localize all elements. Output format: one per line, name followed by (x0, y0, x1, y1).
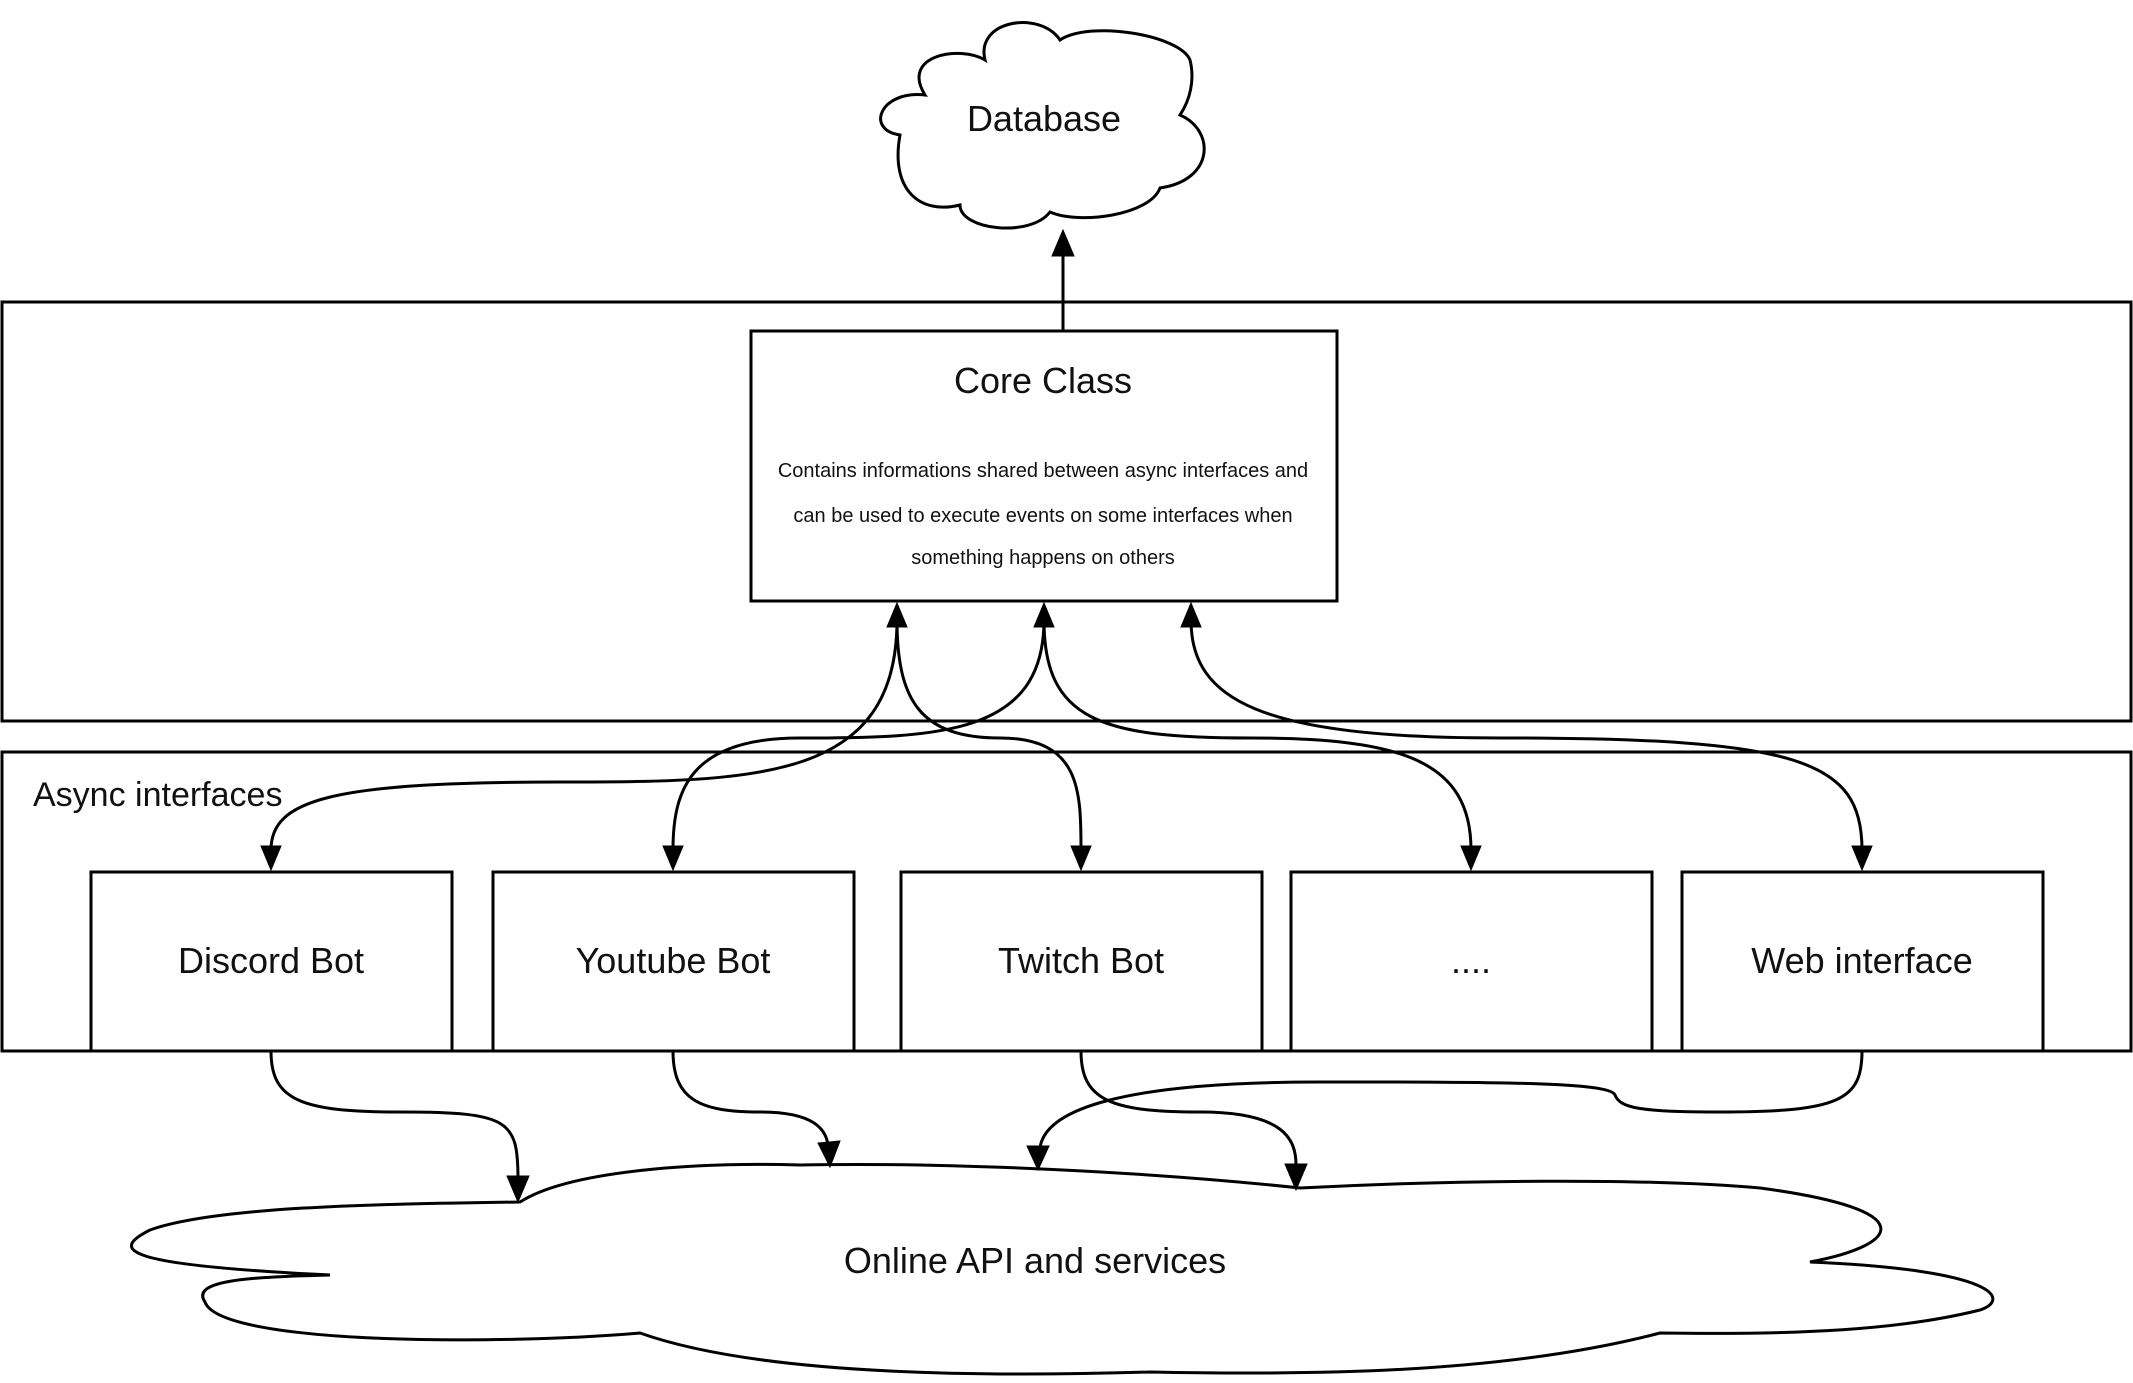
edge-core-twitch (895, 619, 1083, 851)
edge-twitch-services (1079, 1050, 1298, 1166)
core-class-box (749, 329, 1339, 603)
database-cloud-shape (879, 21, 1206, 230)
interface-label: Twitch Bot (998, 940, 1164, 981)
interface-discord-bot: Discord Bot (89, 870, 454, 1053)
interface-box (1289, 870, 1654, 1053)
online-services-label: Online API and services (844, 1240, 1226, 1281)
arrowhead-into-discord (260, 845, 282, 872)
edge-web-services (1038, 1050, 1864, 1149)
arrowhead-into-core-right (1180, 601, 1202, 628)
arrowhead-web-services (1026, 1145, 1050, 1172)
arrowhead-into-twitch (1070, 845, 1092, 872)
interface-more: .... (1289, 870, 1654, 1053)
core-class-description-line-3: something happens on others (911, 547, 1175, 569)
interface-box (89, 870, 454, 1053)
edge-discord-services (269, 1050, 520, 1181)
arrowhead-twitch-services (1284, 1163, 1308, 1192)
async-interfaces-label: Async interfaces (33, 776, 282, 814)
interface-label: Youtube Bot (576, 940, 771, 981)
arrowhead-discord-services (506, 1175, 530, 1204)
edge-core-youtube (671, 619, 1046, 851)
core-class-node: Core Class Contains informations shared … (749, 329, 1339, 603)
edge-core-more (1042, 619, 1473, 851)
interface-box (491, 870, 856, 1053)
interface-box (899, 870, 1264, 1053)
interface-twitch-bot: Twitch Bot (899, 870, 1264, 1053)
database-node: Database (879, 21, 1206, 230)
interface-label: Discord Bot (178, 940, 364, 981)
arrowhead-into-youtube (662, 845, 684, 872)
interface-youtube-bot: Youtube Bot (491, 870, 856, 1053)
arrowhead-into-more (1460, 845, 1482, 872)
edge-core-web (1189, 619, 1864, 851)
edge-youtube-services (671, 1050, 830, 1146)
online-services-node: Online API and services (130, 1162, 1995, 1376)
edge-core-discord (269, 619, 899, 851)
database-label: Database (967, 98, 1121, 139)
arrowhead-into-core-left (886, 601, 908, 628)
interface-label: .... (1451, 940, 1491, 981)
core-class-description-line-2: can be used to execute events on some in… (793, 505, 1292, 527)
core-class-title: Core Class (954, 360, 1132, 401)
interface-web-interface: Web interface (1680, 870, 2045, 1053)
arrowhead-core-to-database (1051, 228, 1075, 257)
arrowhead-into-web (1851, 845, 1873, 872)
arrowhead-into-core-center (1033, 601, 1055, 628)
interface-box (1680, 870, 2045, 1053)
arrowhead-youtube-services (817, 1140, 841, 1169)
core-class-description-line-1: Contains informations shared between asy… (778, 460, 1308, 482)
online-services-cloud-shape (130, 1162, 1995, 1376)
interface-label: Web interface (1751, 940, 1972, 981)
